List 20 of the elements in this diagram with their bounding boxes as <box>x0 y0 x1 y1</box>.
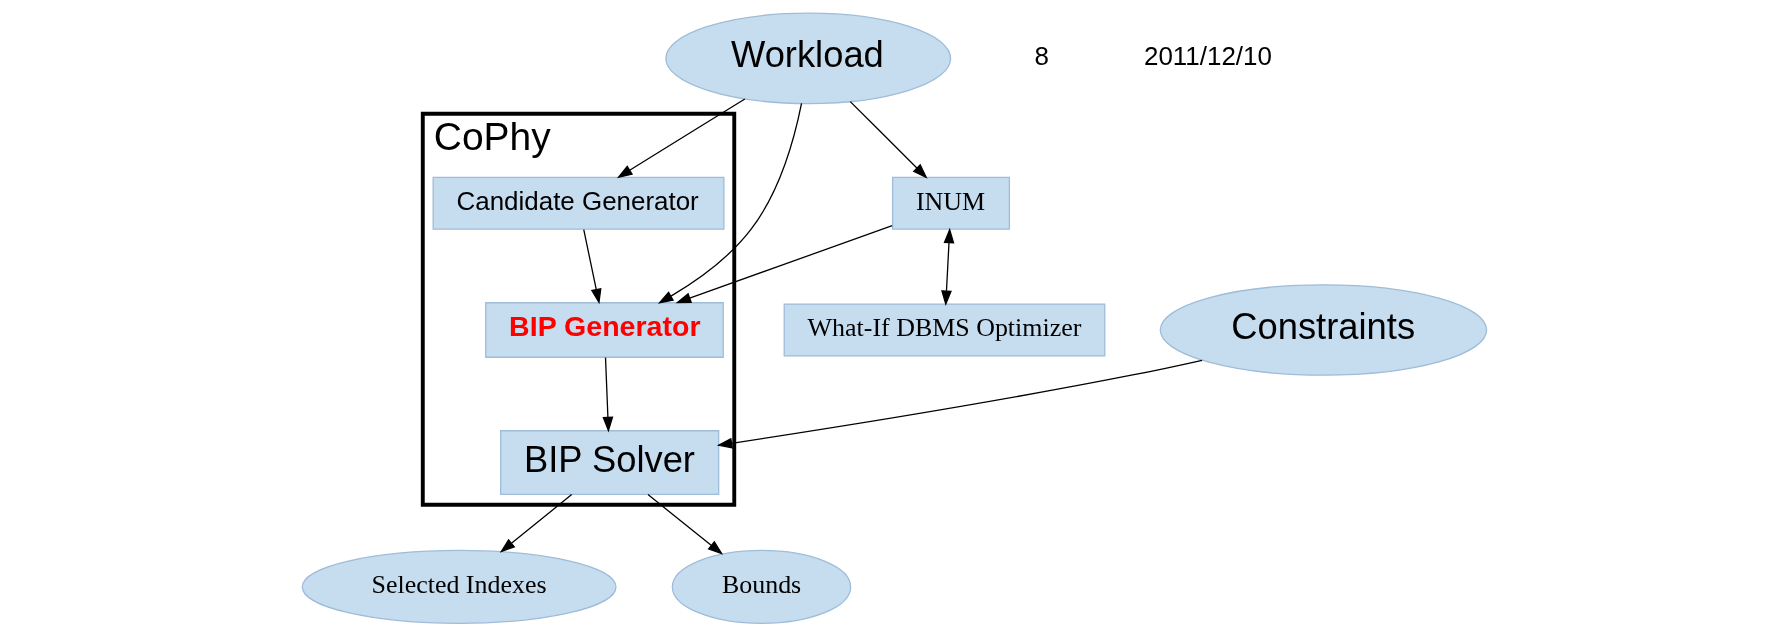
node-ellipse: Bounds <box>671 549 851 624</box>
node-ellipse: Constraints <box>1159 284 1487 376</box>
arrow <box>657 102 802 304</box>
arrow <box>646 493 723 555</box>
node-box: What-If DBMS Optimizer <box>783 303 1105 357</box>
arrow <box>849 100 928 179</box>
arrow <box>582 229 601 305</box>
arrow <box>499 493 572 553</box>
label: 2011/12/10 <box>1143 41 1272 70</box>
arrow <box>601 356 613 433</box>
label: 8 <box>1034 41 1049 70</box>
arrow <box>940 227 954 306</box>
arrow <box>675 225 893 304</box>
node-box: BIP Generator <box>484 302 724 358</box>
node-box: Candidate Generator <box>432 176 725 230</box>
node-box: BIP Solver <box>499 430 719 495</box>
node-ellipse: Workload <box>664 12 951 105</box>
arrow <box>716 359 1203 449</box>
node-box: INUM <box>891 176 1010 230</box>
node-ellipse: Selected Indexes <box>301 549 617 624</box>
